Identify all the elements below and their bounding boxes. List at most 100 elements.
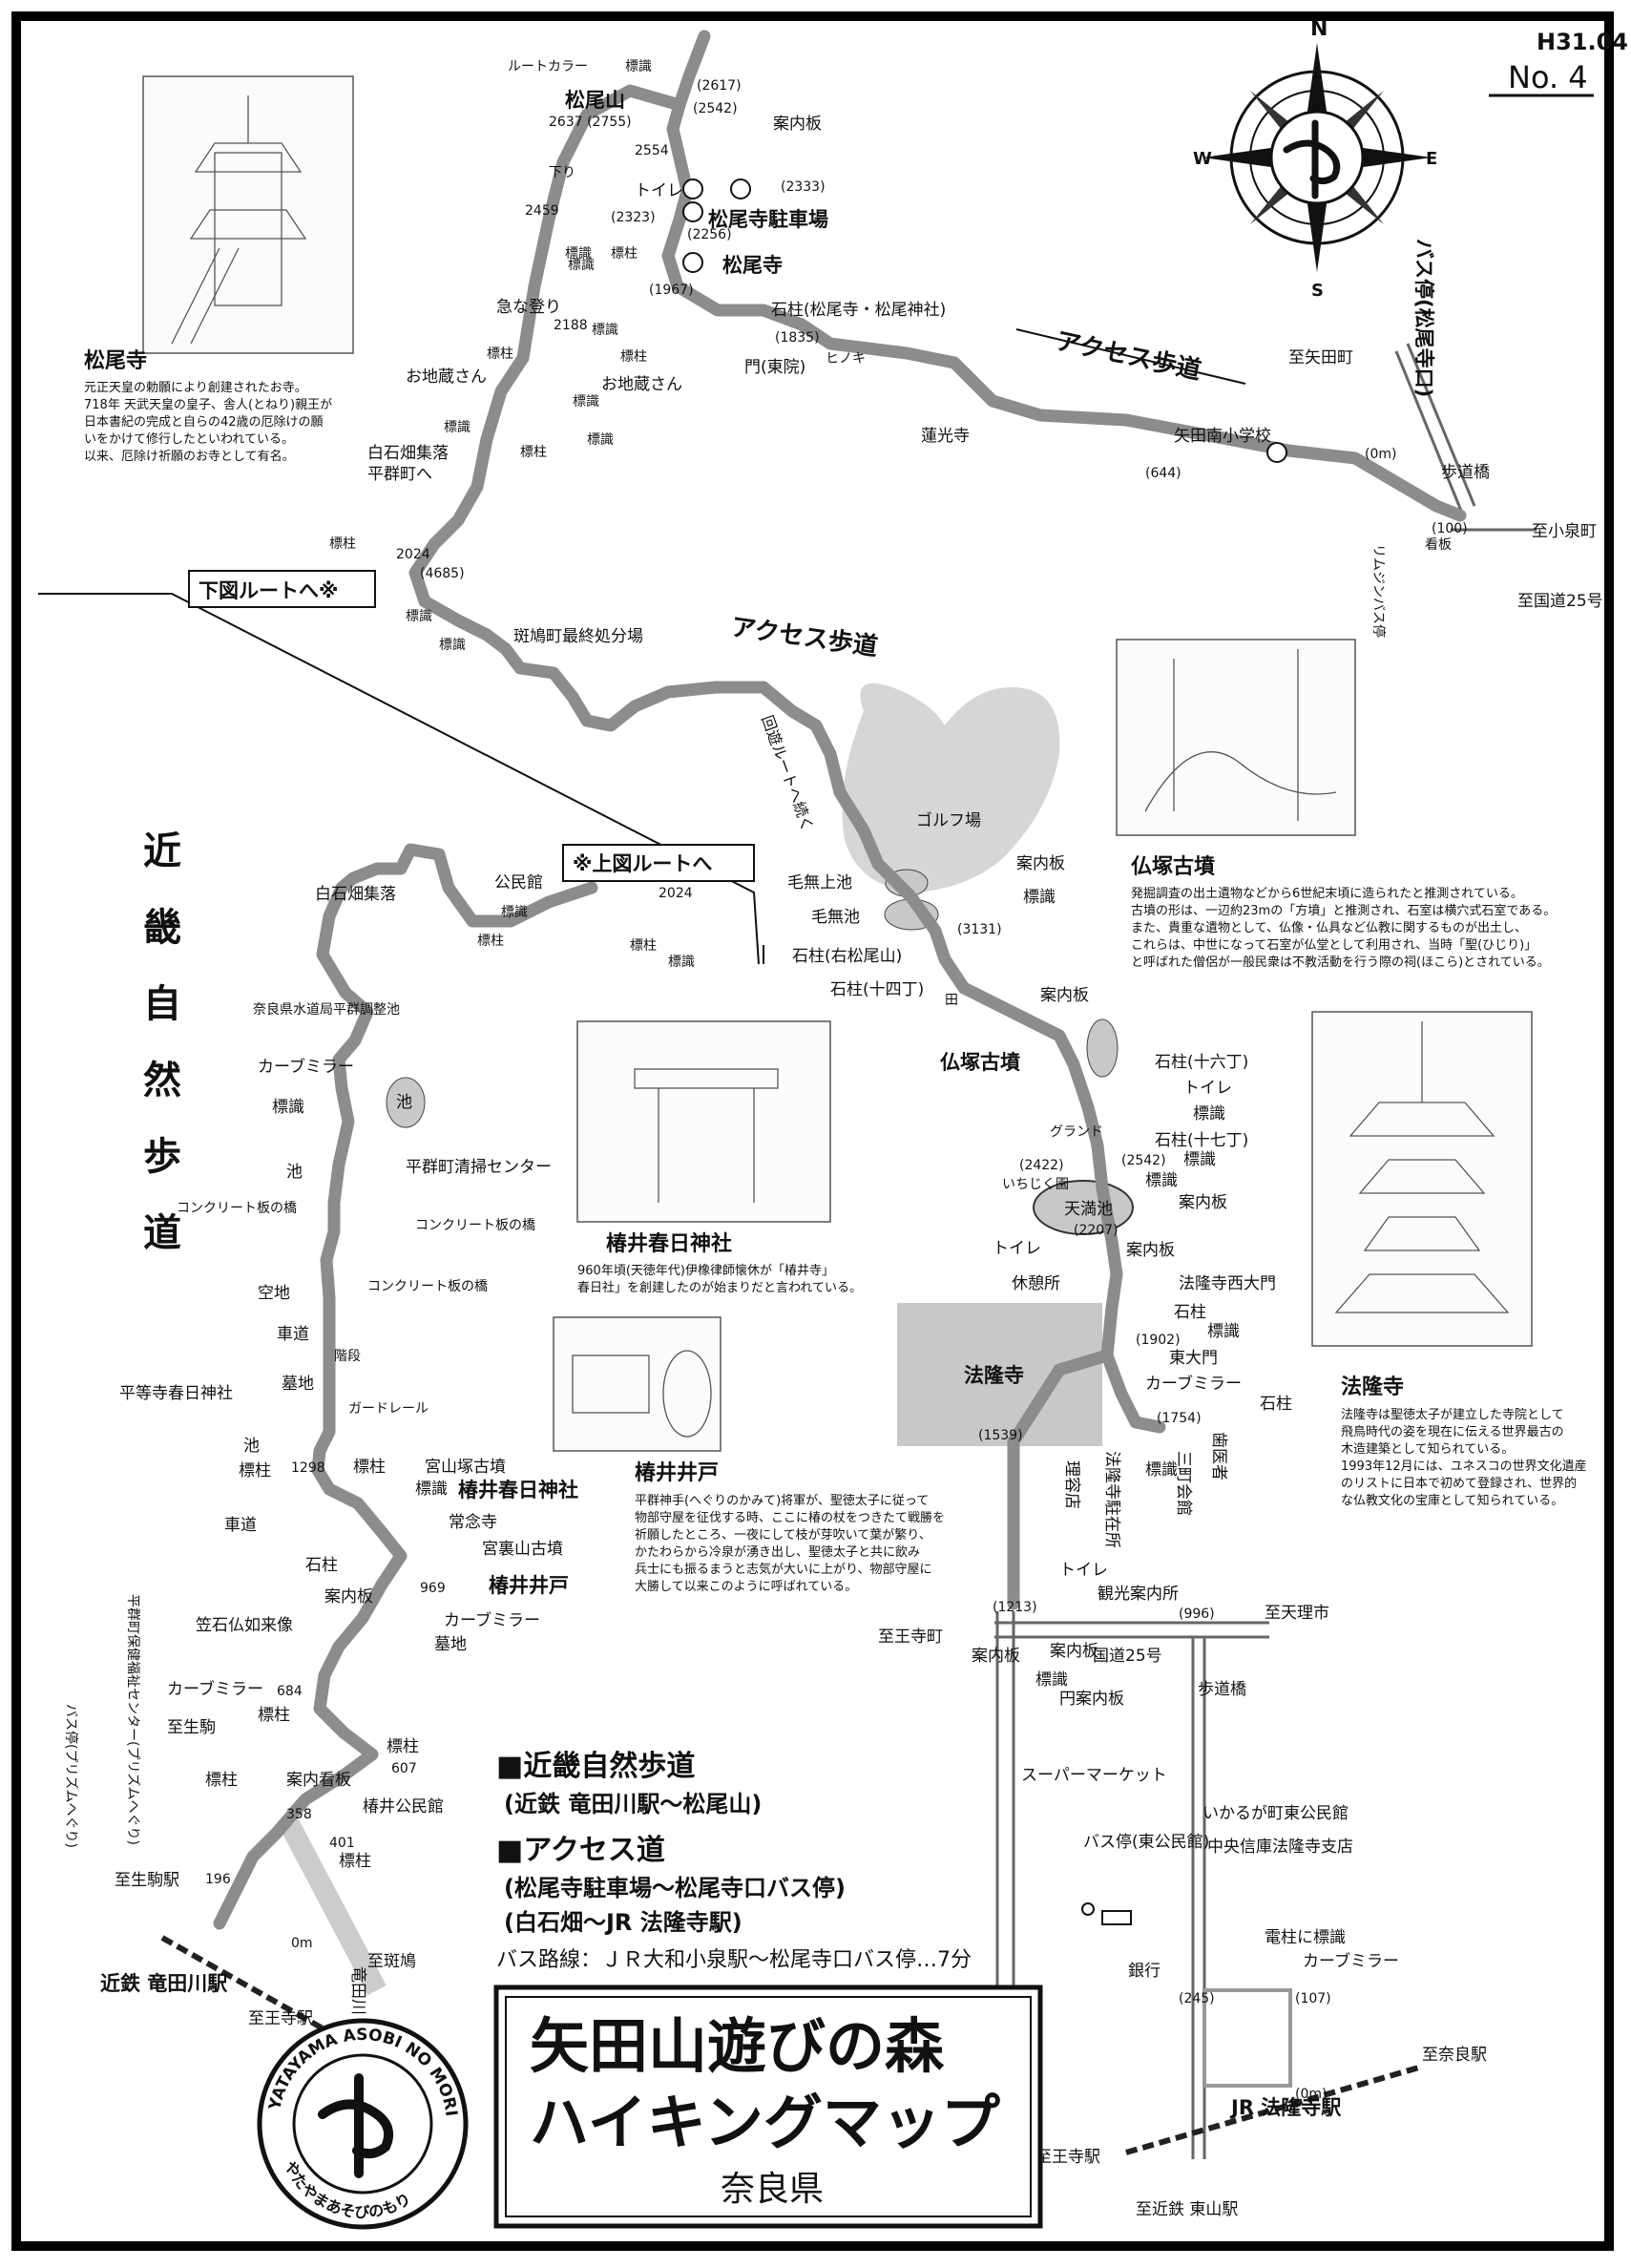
label-to-ikaruga: 至斑鳩 xyxy=(367,1952,416,1971)
label-1835: (1835) xyxy=(775,330,820,346)
label-ike-1: 池 xyxy=(396,1093,412,1112)
label-mon: 門(東院) xyxy=(744,358,805,377)
label-hyoshiki-1: 標識 xyxy=(625,59,652,74)
header-number: No. 4 xyxy=(1508,59,1588,95)
label-toilet-3: トイレ xyxy=(993,1239,1041,1258)
route-lower-kinki xyxy=(213,843,598,1930)
title-box-inner xyxy=(505,1996,1032,2217)
label-grand: グランド xyxy=(1050,1124,1103,1140)
label-1967: (1967) xyxy=(649,283,694,298)
label-ishibashira-17: 石柱(十七丁) xyxy=(1155,1131,1248,1150)
label-denchu: 電柱に標識 xyxy=(1265,1928,1346,1947)
grave-pond xyxy=(1086,1018,1119,1078)
label-shiraishibata: 白石畑集落 xyxy=(315,885,396,904)
label-shado-2: 車道 xyxy=(224,1516,257,1535)
tatsuta-river xyxy=(277,1813,387,1996)
label-hyoshiki-16: 標識 xyxy=(1035,1670,1068,1690)
label-heguri-he: 平群町へ xyxy=(367,465,432,484)
hotokezuka-tomb-sketch xyxy=(1116,639,1356,836)
label-hyoshiki-6: 標識 xyxy=(444,420,470,435)
label-ishibashira-14: 石柱(十四丁) xyxy=(830,980,924,999)
desc-horyuji: 法隆寺 法隆寺は聖徳太子が建立した寺院として 飛鳥時代の姿を現在に伝える世界最古… xyxy=(1341,1376,1587,1508)
label-hyoshiki-17: 標識 xyxy=(501,905,528,920)
label-hyoshiki-9: 標識 xyxy=(439,638,466,653)
to-lower-route-box[interactable] xyxy=(188,570,376,608)
label-kaidan: 階段 xyxy=(334,1349,361,1364)
desc-tsubai-kasuga-title: 椿井春日神社 xyxy=(606,1231,732,1256)
label-ikaruga-east: いかるが町東公民館 xyxy=(1202,1804,1349,1823)
label-matsuoyama: 松尾山 xyxy=(565,89,625,112)
label-2323: (2323) xyxy=(611,210,656,225)
label-to-koizumi: 至小泉町 xyxy=(1532,522,1597,541)
vertical-title-char-1: 畿 xyxy=(143,906,181,950)
desc-matsuodera: 松尾寺 元正天皇の勅願により創建されたお寺。 718年 天武天皇の皇子、舎人(と… xyxy=(84,349,332,464)
desc-hotokezuka-line-4: と呼ばれた僧侶が一般民衆は不教活動を行う際の祠(ほこら)とされている。 xyxy=(1131,955,1550,970)
label-hyochu-12: 標柱 xyxy=(205,1771,238,1790)
desc-horyuji-line-3: 1993年12月には、ユネスコの世界文化遺産 xyxy=(1341,1459,1587,1474)
label-hyoshiki-15: 標識 xyxy=(1145,1460,1178,1480)
label-hyoshiki-10: 標識 xyxy=(1023,888,1056,907)
vertical-title: 近 畿 自 然 歩 道 xyxy=(143,830,181,1255)
label-2422: (2422) xyxy=(1019,1158,1064,1173)
label-245: (245) xyxy=(1179,1991,1215,2006)
title-line2: ハイキングマップ xyxy=(530,2088,1000,2157)
label-tatsutagawa: 竜田川 xyxy=(348,1966,367,2015)
vertical-title-char-4: 歩 xyxy=(143,1135,181,1179)
label-969: 969 xyxy=(420,1581,446,1596)
label-to-r25: 至国道25号 xyxy=(1517,592,1603,611)
label-ishibashira-16: 石柱(十六丁) xyxy=(1155,1053,1248,1072)
label-ikaruga-disposal: 斑鳩町最終処分場 xyxy=(513,627,643,646)
legend-item2-sub2: (白石畑〜JR 法隆寺駅) xyxy=(504,1909,742,1936)
label-curve-mirror-1: カーブミラー xyxy=(1145,1374,1242,1394)
label-shika: 歯医者 xyxy=(1209,1432,1228,1480)
desc-horyuji-line-0: 法隆寺は聖徳太子が建立した寺院として xyxy=(1341,1408,1564,1422)
golf-course-area xyxy=(842,682,1060,892)
route-access-west xyxy=(1007,1349,1114,1610)
label-hyochu-7: 標柱 xyxy=(630,938,657,954)
label-yata-school: 矢田南小学校 xyxy=(1174,427,1271,446)
label-hyochu-6: 標柱 xyxy=(477,934,504,949)
school-icon xyxy=(1266,442,1287,463)
label-kyukeisho: 休憩所 xyxy=(1012,1274,1060,1293)
compass-west: W xyxy=(1193,149,1212,169)
label-4685: (4685) xyxy=(420,566,465,581)
label-hyoshiki-12: 標識 xyxy=(1183,1150,1216,1169)
label-hyochu-1: 標柱 xyxy=(611,246,638,262)
desc-horyuji-title: 法隆寺 xyxy=(1341,1376,1404,1399)
label-to-tsutsuiyama: 至近鉄 東山駅 xyxy=(1136,2200,1238,2219)
label-shinkaimon: 法隆寺西大門 xyxy=(1179,1274,1276,1293)
label-hyoshiki-20: 標識 xyxy=(415,1480,448,1499)
section-divider xyxy=(38,593,760,965)
label-tsubai-kasuga-map: 椿井春日神社 xyxy=(458,1479,578,1502)
label-hyoshiki-19: 標識 xyxy=(272,1098,304,1117)
label-kudari-1: 下り xyxy=(549,165,575,180)
label-curve-mirror-4: カーブミラー xyxy=(444,1610,540,1630)
label-to-ikoma: 至生駒 xyxy=(167,1718,216,1737)
label-ta-1: 田 xyxy=(945,993,958,1008)
label-358: 358 xyxy=(286,1807,312,1822)
loop-route-label: 回遊ルートへ続く xyxy=(758,713,817,834)
to-upper-route-box[interactable] xyxy=(562,844,755,882)
label-annaiban-7: 案内板 xyxy=(1050,1642,1098,1661)
legend-bus-route: バス路線：ＪＲ大和小泉駅〜松尾寺口バス停…7分 xyxy=(496,1948,972,1972)
label-hyoshiki-11: 標識 xyxy=(1193,1104,1225,1124)
horyuji-pagoda-sketch xyxy=(1311,1011,1533,1347)
label-horyuji-map: 法隆寺 xyxy=(964,1364,1024,1387)
label-hyoshiki-13: 標識 xyxy=(1145,1171,1178,1190)
label-hyochu-3: 標柱 xyxy=(620,349,647,365)
label-bus-stop-matsuo: バス停(松尾寺口) xyxy=(1412,239,1435,397)
tsubai-kasuga-shrine-sketch xyxy=(576,1020,831,1223)
map-frame xyxy=(11,11,1614,2251)
header-date: H31.04 xyxy=(1537,29,1628,55)
label-riyoukan: 理容店 xyxy=(1062,1460,1081,1509)
label-2542b: (2542) xyxy=(1121,1153,1166,1168)
label-curve-mirror-2: カーブミラー xyxy=(1303,1951,1399,1971)
label-nara-water: 奈良県水道局平群調整池 xyxy=(253,1002,400,1018)
label-100: (100) xyxy=(1432,521,1468,536)
label-en-annai: 円案内板 xyxy=(1059,1690,1124,1709)
label-hotokezuka-map: 仏塚古墳 xyxy=(940,1051,1020,1074)
label-matsuoyama-alt: 2637 (2755) xyxy=(549,115,632,130)
label-tenmanike: 天満池 xyxy=(1064,1200,1113,1219)
